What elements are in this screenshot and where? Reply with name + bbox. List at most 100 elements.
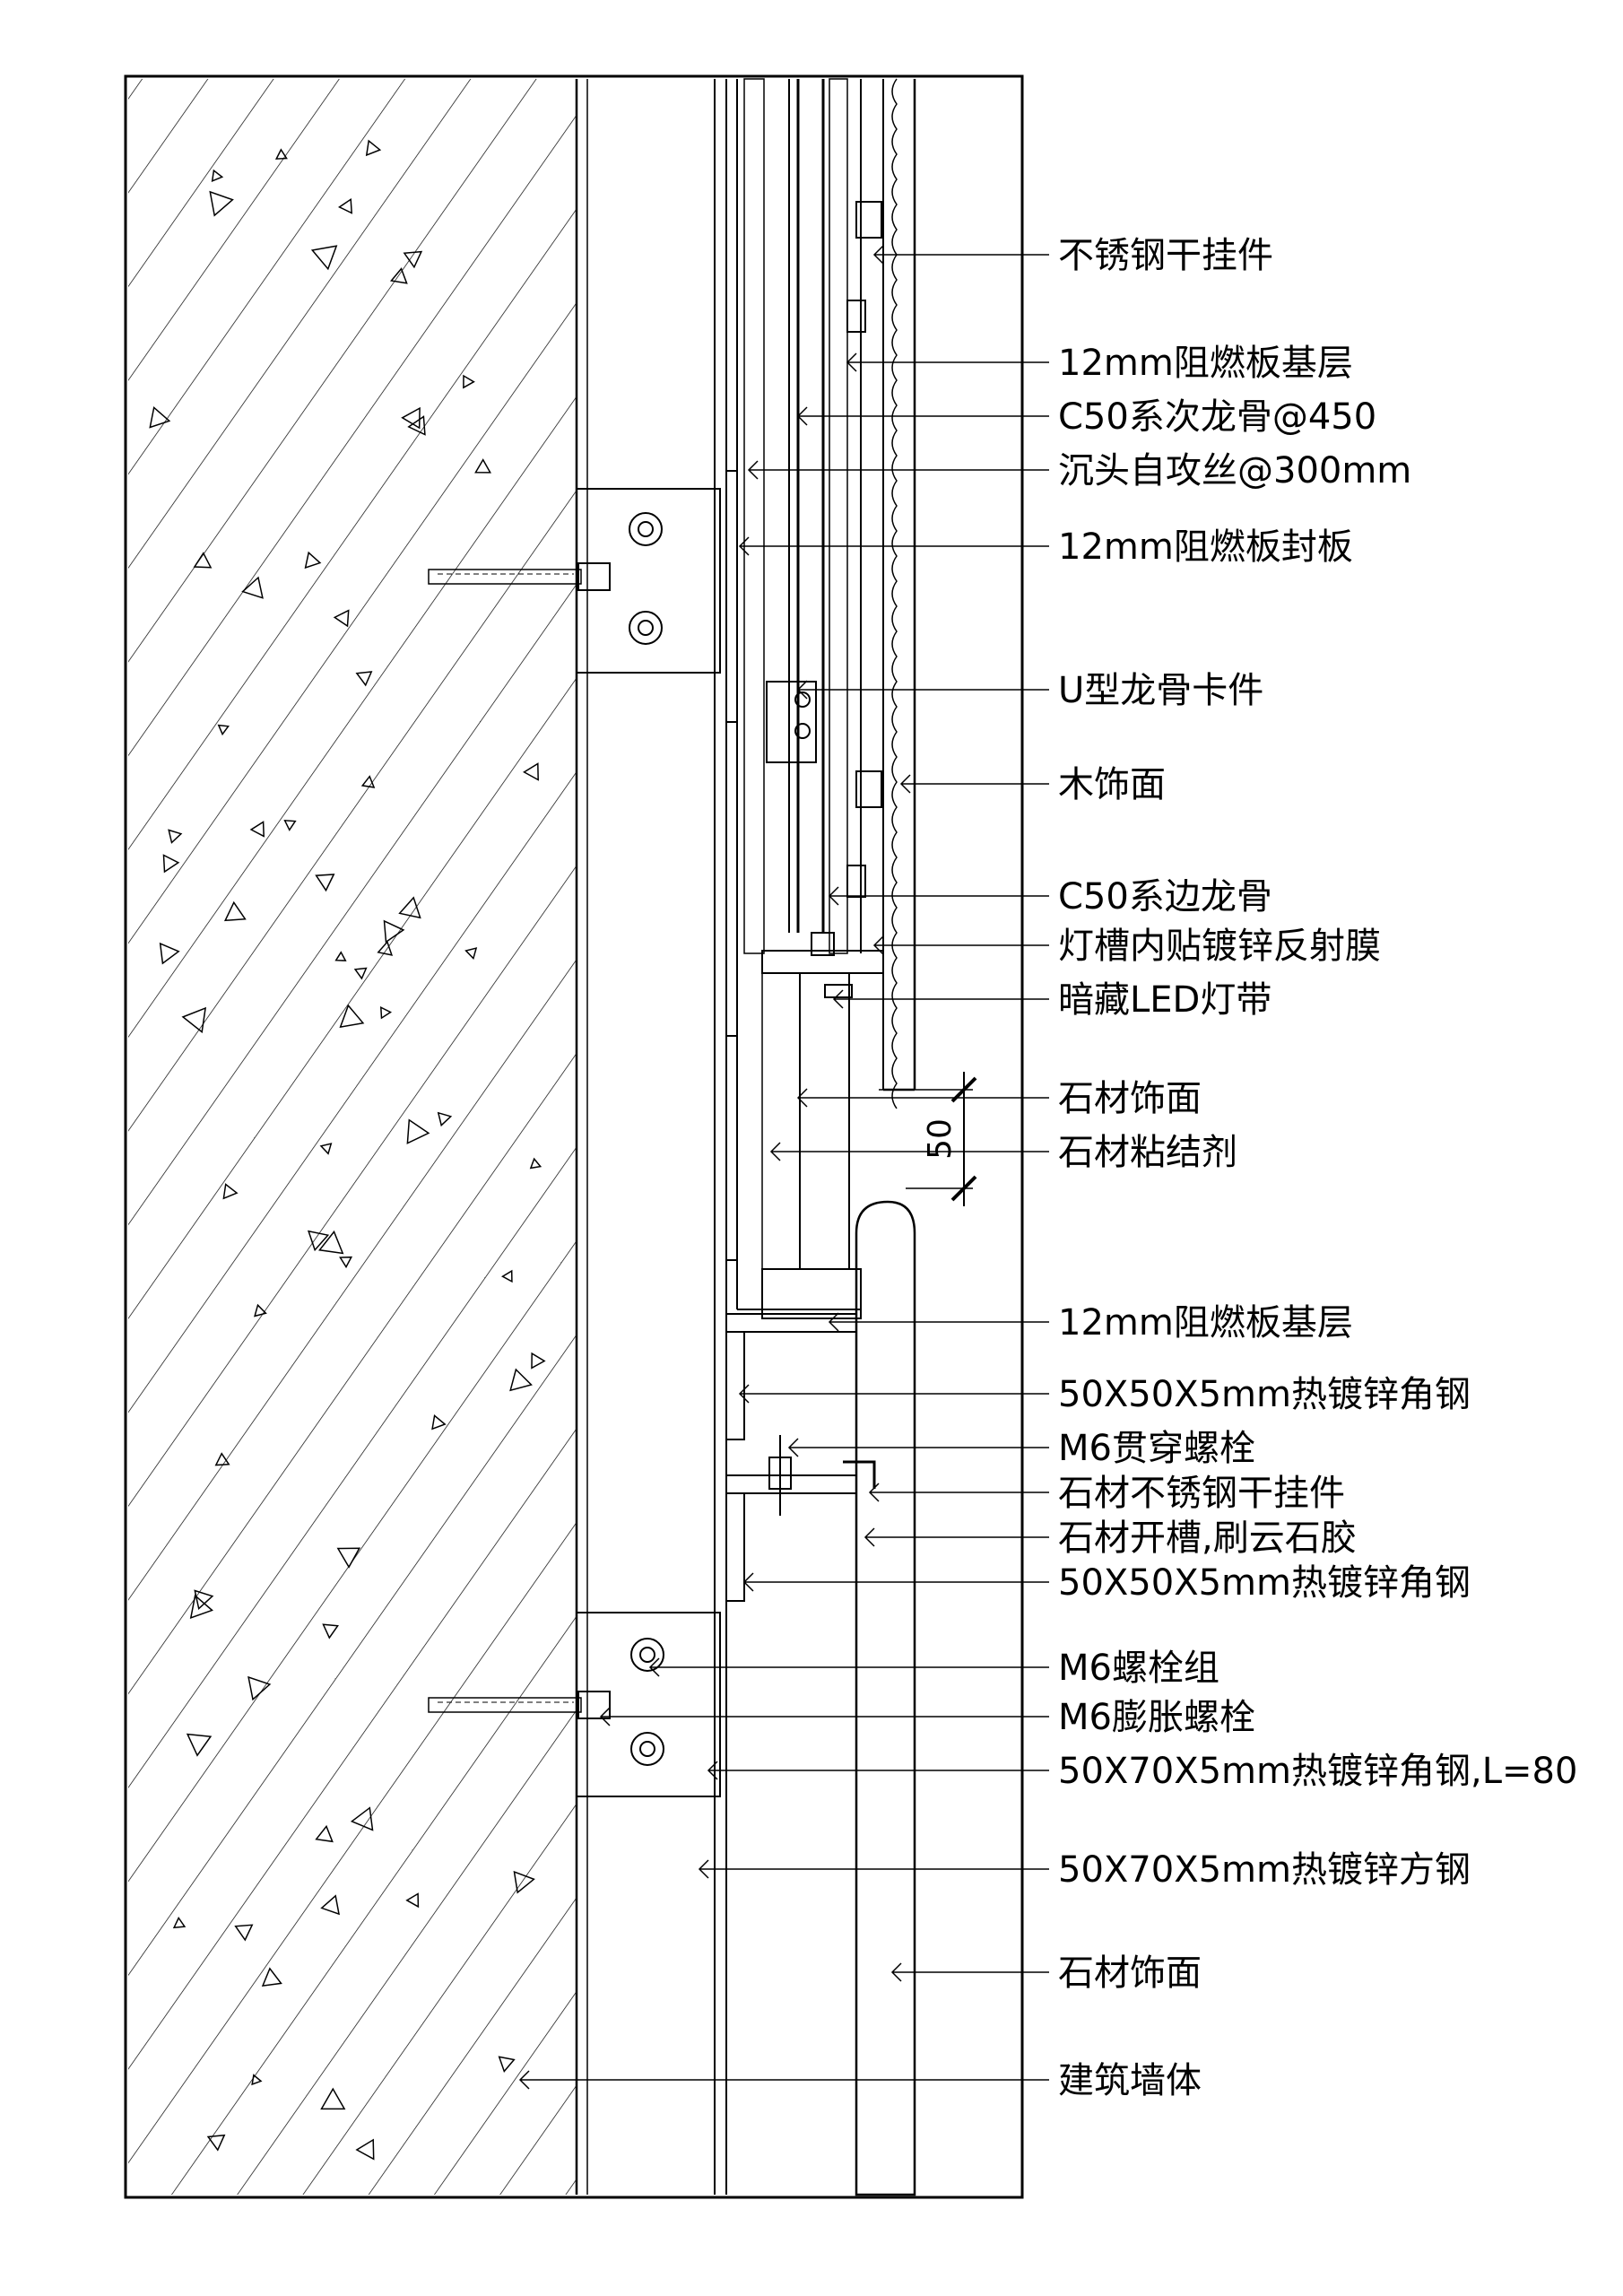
aggregate-mark bbox=[172, 1917, 187, 1929]
aggregate-mark bbox=[194, 1589, 214, 1611]
aggregate-mark bbox=[162, 854, 180, 874]
aggregate-mark bbox=[214, 1452, 230, 1466]
light-trough bbox=[761, 932, 884, 998]
aggregate-mark bbox=[529, 1157, 542, 1170]
label-wood-veneer: 木饰面 bbox=[1058, 764, 1166, 805]
angle-steel-upper bbox=[725, 1313, 857, 1440]
aggregate-mark bbox=[320, 1894, 340, 1916]
aggregate-mark bbox=[223, 900, 247, 922]
aggregate-mark bbox=[464, 947, 478, 961]
aggregate-mark bbox=[189, 1594, 213, 1619]
lower-stone-panel bbox=[855, 1200, 916, 2196]
leader-line bbox=[599, 1707, 1049, 1726]
label-angle-steel-l80: 50X70X5mm热镀锌角钢,L=80 bbox=[1058, 1751, 1577, 1792]
aggregate-mark bbox=[315, 1824, 334, 1843]
leader-lines bbox=[518, 245, 1049, 2090]
leader-line bbox=[769, 1142, 1049, 1161]
leader-line bbox=[828, 1312, 1049, 1332]
square-steel-tube bbox=[714, 79, 727, 2195]
leader-line bbox=[864, 1527, 1049, 1547]
label-angle-steel-1: 50X50X5mm热镀锌角钢 bbox=[1058, 1374, 1471, 1415]
drawing-frame bbox=[124, 74, 1024, 2199]
label-c50-edge-keel: C50系边龙骨 bbox=[1058, 876, 1272, 918]
aggregate-mark bbox=[407, 415, 426, 436]
aggregate-mark bbox=[310, 245, 338, 271]
aggregate-mark bbox=[241, 576, 264, 599]
aggregate-mark bbox=[159, 942, 180, 965]
aggregate-mark bbox=[431, 1413, 447, 1431]
label-bolt-group: M6螺栓组 bbox=[1058, 1648, 1219, 1689]
aggregate-mark bbox=[193, 552, 213, 569]
label-reflective-film: 灯槽内贴镀锌反射膜 bbox=[1058, 926, 1381, 967]
leader-line bbox=[796, 406, 1049, 426]
label-stone-adhesive: 石材粘结剂 bbox=[1058, 1132, 1237, 1173]
aggregate-mark bbox=[283, 819, 297, 831]
aggregate-mark bbox=[304, 551, 322, 570]
leader-line bbox=[742, 1572, 1049, 1592]
label-stone-finish-lower: 石材饰面 bbox=[1058, 1952, 1202, 1994]
label-expansion-bolt: M6膨胀螺栓 bbox=[1058, 1697, 1255, 1738]
leader-line bbox=[698, 1859, 1049, 1879]
aggregate-mark bbox=[206, 2134, 226, 2152]
aggregate-mark bbox=[315, 874, 335, 892]
label-hidden-led: 暗藏LED灯带 bbox=[1058, 979, 1271, 1021]
angle-steel-lower bbox=[725, 1435, 876, 1602]
aggregate-mark bbox=[339, 1256, 353, 1269]
aggregate-mark bbox=[498, 2056, 516, 2073]
leader-line bbox=[868, 1483, 1049, 1502]
aggregate-mark bbox=[234, 1924, 254, 1942]
aggregate-mark bbox=[463, 374, 475, 389]
aggregate-mark bbox=[474, 458, 491, 474]
aggregate-mark bbox=[186, 1733, 213, 1757]
label-fire-board-base-lower: 12mm阻燃板基层 bbox=[1058, 1302, 1353, 1344]
label-through-bolt: M6贯穿螺栓 bbox=[1058, 1428, 1255, 1469]
aggregate-mark bbox=[377, 940, 394, 956]
aggregate-mark bbox=[401, 406, 421, 430]
aggregate-mark bbox=[405, 1892, 420, 1909]
top-bracket bbox=[428, 488, 721, 674]
leader-line bbox=[787, 1438, 1049, 1457]
aggregate-mark bbox=[333, 609, 350, 628]
aggregate-mark bbox=[181, 1006, 207, 1033]
aggregate-mark bbox=[274, 148, 288, 160]
leader-line bbox=[747, 460, 1049, 480]
leader-line bbox=[738, 536, 1049, 556]
aggregate-mark bbox=[251, 2074, 263, 2086]
label-angle-steel-2: 50X50X5mm热镀锌角钢 bbox=[1058, 1562, 1471, 1604]
aggregate-mark bbox=[513, 1870, 535, 1894]
leader-line bbox=[648, 1657, 1049, 1677]
aggregate-mark bbox=[322, 1623, 339, 1639]
label-fire-board-cover: 12mm阻燃板封板 bbox=[1058, 526, 1353, 568]
label-u-keel-clip: U型龙骨卡件 bbox=[1058, 670, 1263, 711]
aggregate-mark bbox=[249, 821, 265, 838]
label-building-wall: 建筑墙体 bbox=[1058, 2060, 1202, 2101]
leader-line bbox=[872, 245, 1049, 265]
aggregate-mark bbox=[247, 1675, 272, 1701]
aggregate-mark bbox=[168, 829, 183, 844]
aggregate-mark bbox=[318, 1230, 344, 1255]
aggregate-mark bbox=[334, 951, 347, 961]
aggregate-mark bbox=[149, 405, 171, 429]
aggregate-mark bbox=[383, 919, 405, 944]
label-stone-groove: 石材开槽,刷云石胶 bbox=[1058, 1518, 1357, 1559]
aggregate-mark bbox=[403, 250, 423, 269]
aggregate-mark bbox=[355, 671, 373, 687]
leader-line bbox=[796, 1088, 1049, 1108]
aggregate-mark bbox=[319, 1143, 333, 1155]
aggregate-mark bbox=[320, 2087, 346, 2110]
leader-line bbox=[707, 1761, 1049, 1780]
aggregate-mark bbox=[217, 724, 230, 736]
label-stone-hanger: 石材不锈钢干挂件 bbox=[1058, 1473, 1345, 1514]
aggregate-mark bbox=[523, 762, 539, 781]
label-square-steel: 50X70X5mm热镀锌方钢 bbox=[1058, 1849, 1471, 1891]
aggregate-mark bbox=[307, 1230, 330, 1252]
aggregate-mark bbox=[389, 267, 408, 284]
leader-line bbox=[518, 2070, 1049, 2090]
leader-line bbox=[899, 774, 1049, 794]
stone-cornice bbox=[737, 972, 862, 1319]
aggregate-mark bbox=[353, 967, 368, 980]
aggregate-mark bbox=[350, 1806, 374, 1831]
aggregate-mark bbox=[222, 1183, 239, 1200]
leader-line bbox=[846, 352, 1049, 372]
